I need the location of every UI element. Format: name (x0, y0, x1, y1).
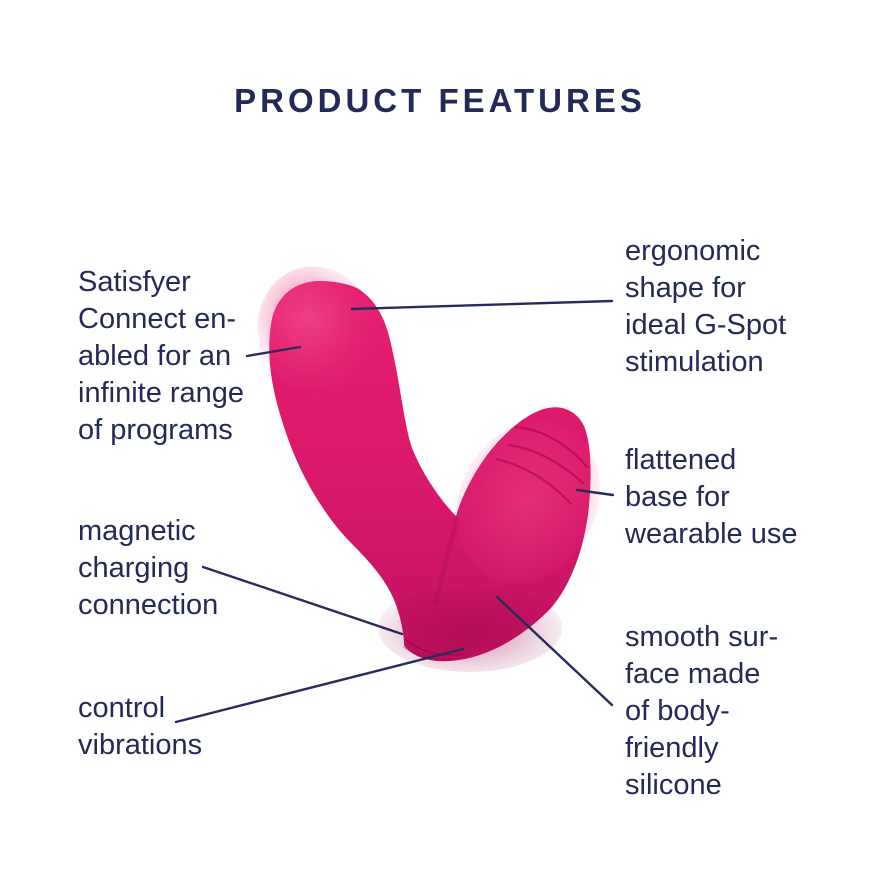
feature-label-control-vibrations: control vibrations (78, 692, 203, 761)
feature-label-magnetic-charging: magnetic charging connection (78, 515, 219, 621)
base-layer-creases (495, 425, 589, 506)
feature-label-smooth-surface: smooth sur- face made of body- friendly … (625, 621, 779, 801)
feature-label-satisfyer-connect: Satisfyer Connect en- abled for an infin… (78, 266, 245, 446)
junction-crease (433, 516, 460, 606)
foot-shadow (378, 584, 562, 672)
product-body (257, 266, 600, 672)
callout-line-smooth (495, 595, 614, 707)
base-face-highlight (456, 421, 600, 583)
callout-line-control (174, 647, 465, 724)
feature-label-flattened-base: flattened base for wearable use (625, 444, 798, 550)
callout-line-connect (245, 345, 302, 358)
callout-line-magnetic (201, 565, 404, 636)
head-highlight (257, 266, 375, 394)
callout-line-flattened (575, 488, 615, 497)
page-title: PRODUCT FEATURES (234, 82, 646, 119)
feature-label-ergonomic-shape: ergonomic shape for ideal G-Spot stimula… (625, 235, 787, 378)
callout-line-ergonomic (350, 299, 614, 311)
callout-lines (174, 299, 615, 724)
